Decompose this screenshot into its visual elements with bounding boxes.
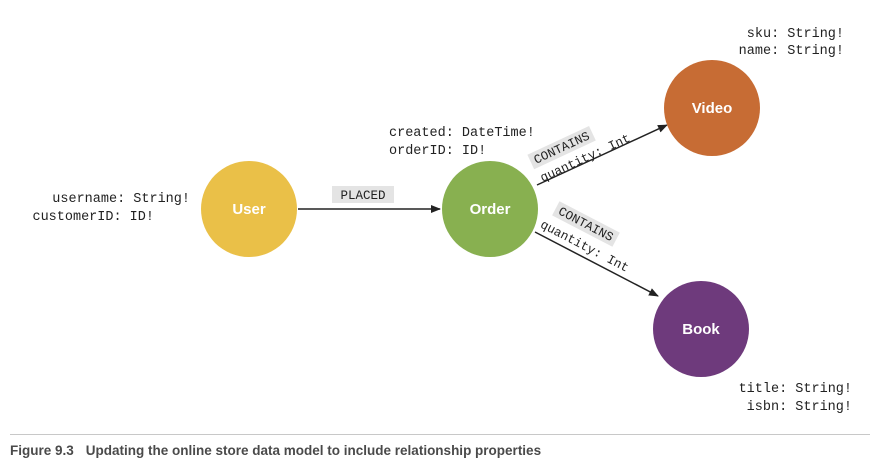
node-order: Order [442,161,538,257]
order-prop-created: created: DateTime! [389,126,535,141]
user-prop-customerid: customerID: ID! [32,210,154,225]
edge-label-contains-book: CONTAINS quantity: Int [538,201,631,275]
book-prop-title: title: String! [739,382,852,397]
edge-contains-video [536,124,668,186]
book-prop-isbn: isbn: String! [747,400,852,415]
node-video-circle [664,60,760,156]
edge-contains-book [534,231,659,297]
node-user: User [201,161,297,257]
figure-caption-text: Updating the online store data model to … [85,443,542,458]
video-properties: sku: String! name: String! [739,27,844,59]
node-order-label: Order [470,201,511,218]
edge-label-placed: PLACED [332,186,394,203]
node-order-circle [442,161,538,257]
user-properties: username: String! customerID: ID! [32,192,190,225]
graph-diagram: PLACED CONTAINS quantity: Int CONTAINS q… [32,27,852,415]
order-properties: created: DateTime! orderID: ID! [389,126,535,159]
node-user-circle [201,161,297,257]
node-video: Video [664,60,760,156]
video-prop-sku: sku: String! [747,27,844,42]
node-user-label: User [232,201,266,218]
book-properties: title: String! isbn: String! [739,382,852,415]
figure-number: Figure 9.3 [10,443,74,458]
placed-label: PLACED [340,189,385,203]
node-book: Book [653,281,749,377]
node-video-label: Video [692,100,733,117]
video-prop-name: name: String! [739,44,844,59]
edge-label-contains-video: CONTAINS quantity: Int [527,126,633,186]
node-book-label: Book [682,321,720,338]
figure-caption: Figure 9.3 Updating the online store data… [10,434,870,458]
order-prop-orderid: orderID: ID! [389,144,486,159]
user-prop-username: username: String! [52,192,190,207]
node-book-circle [653,281,749,377]
